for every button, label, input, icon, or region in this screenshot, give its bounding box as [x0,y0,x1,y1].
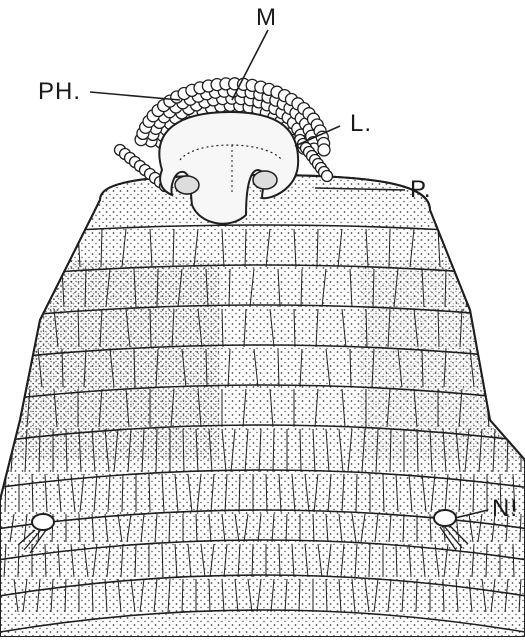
label-mouth: M [256,6,277,30]
cell-wall [482,229,486,267]
cell-wall [510,229,512,267]
cell-wall [516,349,518,387]
cell-wall [510,309,511,347]
cell-wall [486,309,490,347]
cell-wall [6,229,8,267]
label-lip: L. [350,112,372,136]
cell-wall [28,309,30,347]
body-segments [0,175,525,637]
cell-wall [494,349,495,387]
papilla [318,144,330,156]
cell-wall [29,229,30,267]
cell-wall [34,269,38,307]
cell-wall [12,349,14,387]
cell-wall [494,269,496,307]
cell-wall [6,309,7,347]
cell-wall [50,229,54,267]
label-nephridiopore: N! [492,497,518,521]
cell-wall [13,269,14,307]
cell-wall [517,269,518,307]
label-prostomium: P. [410,178,432,202]
cell-wall [461,229,462,267]
papilla [322,171,333,182]
label-pharynx: PH. [38,80,81,104]
